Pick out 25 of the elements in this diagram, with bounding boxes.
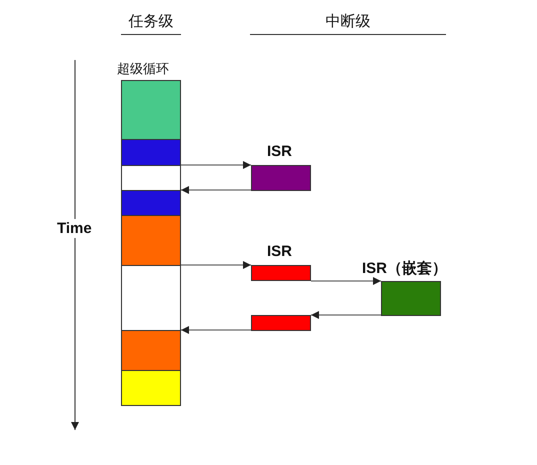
arrow [180, 326, 252, 334]
axis-label: Time [57, 219, 92, 238]
isr-box [251, 165, 311, 191]
column-heading: 超级循环 [117, 61, 169, 78]
isr-label: ISR（嵌套） [362, 259, 448, 278]
arrow [180, 186, 252, 194]
time-slice-box [121, 265, 181, 331]
time-slice-box [121, 370, 181, 406]
time-slice-box [121, 165, 181, 191]
time-slice-box [121, 330, 181, 371]
column-header: 中断级 [250, 12, 446, 35]
isr-label: ISR [267, 143, 292, 160]
isr-box [251, 315, 311, 331]
time-slice-box [121, 139, 181, 166]
isr-box [381, 281, 441, 316]
arrow [310, 311, 382, 319]
isr-box [251, 265, 311, 281]
arrow [180, 161, 252, 169]
arrow [310, 277, 382, 285]
column-header: 任务级 [121, 12, 181, 35]
arrow [180, 261, 252, 269]
time-slice-box [121, 190, 181, 216]
time-slice-box [121, 215, 181, 266]
time-slice-box [121, 80, 181, 140]
isr-label: ISR [267, 243, 292, 260]
